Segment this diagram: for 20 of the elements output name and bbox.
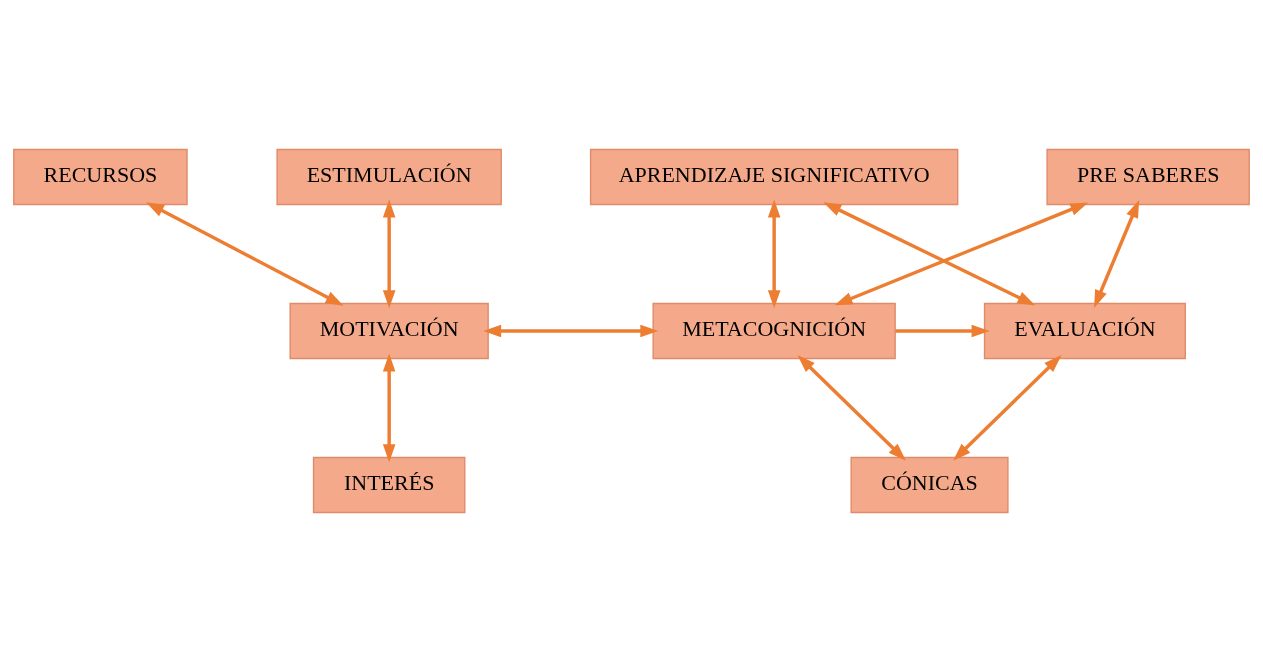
arrow: [1094, 199, 1140, 308]
arrow: [834, 202, 1089, 306]
node-box: APRENDIZAJE SIGNIFICATIVO: [589, 148, 959, 206]
arrow: [382, 353, 396, 463]
arrow: [823, 202, 1036, 306]
node-box: EVALUACIÓN: [983, 302, 1186, 360]
node-box: MOTIVACIÓN: [289, 302, 489, 360]
arrow: [146, 202, 344, 306]
node-box: INTERÉS: [312, 456, 466, 514]
node-box: RECURSOS: [13, 148, 188, 206]
node-box: ESTIMULACIÓN: [276, 148, 502, 206]
node-box: PRE SABERES: [1046, 148, 1250, 206]
arrow: [797, 355, 906, 461]
arrow: [767, 199, 781, 309]
arrow: [382, 199, 396, 309]
arrow: [953, 355, 1062, 461]
node-box: CÓNICAS: [850, 456, 1009, 514]
arrow: [895, 324, 990, 338]
node-box: METACOGNICIÓN: [652, 302, 896, 360]
arrow: [483, 324, 659, 338]
